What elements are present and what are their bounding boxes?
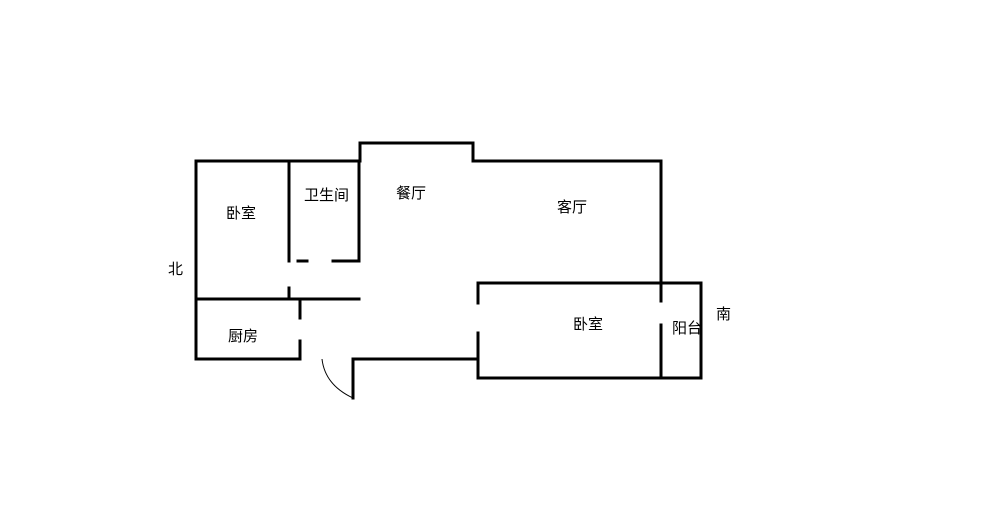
label-bathroom: 卫生间 — [304, 186, 349, 204]
wall-dining-bump — [358, 141, 475, 163]
entrance-door-swing — [321, 358, 354, 399]
label-balcony: 阳台 — [672, 319, 702, 337]
label-dining-room: 餐厅 — [396, 184, 426, 202]
direction-north-label: 北 — [168, 260, 183, 278]
label-living-room: 客厅 — [557, 198, 587, 216]
walls — [194, 141, 703, 400]
direction-south-label: 南 — [716, 305, 731, 323]
label-bedroom-north: 卧室 — [226, 204, 256, 222]
label-kitchen: 厨房 — [228, 327, 258, 345]
label-bedroom-south: 卧室 — [573, 315, 603, 333]
